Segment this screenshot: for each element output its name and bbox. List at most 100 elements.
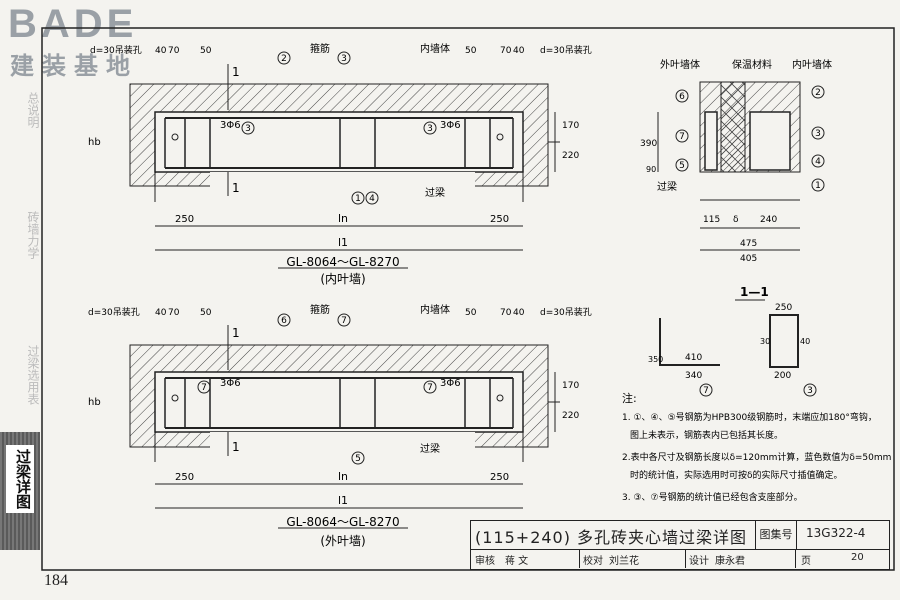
s11-bar-left [659, 318, 720, 366]
s1-sec-mark-bot: 1 [232, 181, 240, 195]
s1-marker-3b: 3 [245, 124, 251, 134]
s1-caption-name: (内叶墙) [320, 272, 365, 286]
s11-d250: 250 [775, 303, 792, 313]
s1-stirrup: 箍筋 [310, 42, 330, 55]
xs-outer-wall: 外叶墙体 [660, 58, 700, 71]
note-2b: 时的统计值，实际选用时可按δ的实际尺寸插值确定。 [630, 469, 843, 481]
s11-bar-right [769, 314, 799, 368]
side-tab-detail[interactable]: 过梁详图 [6, 445, 34, 513]
s11-marker-7: 7 [703, 386, 709, 396]
page-label: 页 [801, 556, 811, 567]
xs-insulation: 保温材料 [732, 58, 772, 71]
s1-hb: hb [88, 137, 101, 148]
s11-d410: 410 [685, 353, 702, 363]
xs-marker-7: 7 [679, 132, 685, 142]
s11-d200: 200 [774, 371, 791, 381]
s1-marker-1: 1 [355, 194, 361, 204]
s2-hole-label: d=30吊装孔 [88, 306, 140, 318]
s1-bar-left: 3Φ6 [220, 120, 241, 131]
opening-1 [210, 172, 475, 202]
design-label: 设计 [689, 556, 709, 567]
s1-bar-right: 3Φ6 [440, 120, 461, 131]
beam-elevation-1 [129, 64, 560, 251]
s11-d30: 30 [760, 337, 770, 346]
s1-d50b: 50 [465, 46, 477, 56]
s1-marker-3c: 3 [427, 124, 433, 134]
s2-marker-7c: 7 [427, 383, 433, 393]
reviewer-name: 蒋 文 [505, 556, 529, 567]
s11-marker-3: 3 [807, 386, 813, 396]
s1-ln: ln [338, 212, 348, 225]
xs-beam: 过梁 [657, 180, 677, 193]
s2-dim-250l: 250 [175, 472, 194, 483]
s2-dim-250r: 250 [490, 472, 509, 483]
s1-marker-4: 4 [369, 194, 375, 204]
s2-marker-6: 6 [281, 316, 287, 326]
xs-marker-1: 1 [815, 181, 821, 191]
xs-marker-3: 3 [815, 129, 821, 139]
s2-d70b: 70 [500, 308, 512, 318]
s2-d50b: 50 [465, 308, 477, 318]
s2-inner-wall: 内墙体 [420, 303, 450, 316]
review-label: 审核 [475, 556, 495, 567]
s1-d70: 70 [168, 46, 180, 56]
s1-d70b: 70 [500, 46, 512, 56]
xs-dim-90: 90 [646, 165, 656, 174]
sheet-page: 20 [851, 552, 864, 563]
s11-d40: 40 [800, 337, 810, 346]
s1-dim-250r: 250 [490, 214, 509, 225]
s2-beam-label: 过梁 [420, 442, 440, 455]
checker-name: 刘兰花 [609, 556, 639, 567]
brand-subtitle: 建装基地 [10, 52, 138, 80]
beam-body-2 [154, 371, 524, 433]
page-number: 184 [44, 572, 68, 589]
s2-d70: 70 [168, 308, 180, 318]
s2-marker-7b: 7 [201, 383, 207, 393]
set-label: 图集号 [755, 521, 797, 549]
note-3: 3. ③、⑦号钢筋的统计值已经包含支座部分。 [622, 491, 803, 503]
s2-bar-left: 3Φ6 [220, 378, 241, 389]
s1-hole-right: d=30吊装孔 [540, 44, 592, 56]
s1-l1: l1 [338, 236, 348, 249]
designer-name: 康永君 [715, 556, 745, 567]
s1-dim-250l: 250 [175, 214, 194, 225]
side-tab-selection[interactable]: 过梁选用表 [26, 345, 40, 405]
xs-inner-wall: 内叶墙体 [792, 58, 832, 71]
s1-beam-label: 过梁 [425, 186, 445, 199]
s1-marker-3a: 3 [341, 54, 347, 64]
note-2a: 2.表中各尺寸及钢筋长度以δ=120mm计算，蓝色数值为δ=50mm [622, 451, 891, 463]
s2-marker-7a: 7 [341, 316, 347, 326]
s2-bar-right: 3Φ6 [440, 378, 461, 389]
opening-2 [210, 432, 475, 462]
s1-dim-220: 220 [562, 151, 579, 161]
s2-marker-5: 5 [355, 454, 361, 464]
brand-logo: BADE [8, 2, 138, 46]
side-tab-general[interactable]: 总说明 [26, 92, 40, 128]
s2-dim-220: 220 [562, 411, 579, 421]
s2-sec-mark-bot: 1 [232, 440, 240, 454]
drawing-title: (115+240) 多孔砖夹心墙过梁详图 [475, 528, 748, 547]
xs-delta: δ [733, 215, 739, 225]
xs-dim-390: 390 [640, 139, 657, 149]
xs-marker-2: 2 [815, 88, 821, 98]
s1-dim-170: 170 [562, 121, 579, 131]
sheet-border [41, 27, 895, 571]
check-label: 校对 [583, 556, 603, 567]
xs-dim-240: 240 [760, 215, 777, 225]
s1-marker-2: 2 [281, 54, 287, 64]
title-block: (115+240) 多孔砖夹心墙过梁详图 图集号 13G322-4 审核 蒋 文… [470, 520, 890, 570]
s11-title: 1—1 [740, 285, 769, 299]
s2-sec-mark-top: 1 [232, 326, 240, 340]
set-number: 13G322-4 [806, 526, 866, 540]
s2-hb: hb [88, 397, 101, 408]
s2-caption-code: GL-8064～GL-8270 [286, 515, 399, 529]
xs-dim-405: 405 [740, 254, 757, 264]
beam-elevation-2 [129, 325, 560, 509]
note-1a: 1. ①、④、⑤号钢筋为HPB300级钢筋时，末端应加180°弯钩， [622, 411, 877, 423]
s11-d350: 350 [648, 355, 663, 364]
s1-d50: 50 [200, 46, 212, 56]
s2-l1: l1 [338, 494, 348, 507]
s2-ln: ln [338, 470, 348, 483]
side-tab-wall[interactable]: 砖墙力学 [26, 211, 40, 259]
